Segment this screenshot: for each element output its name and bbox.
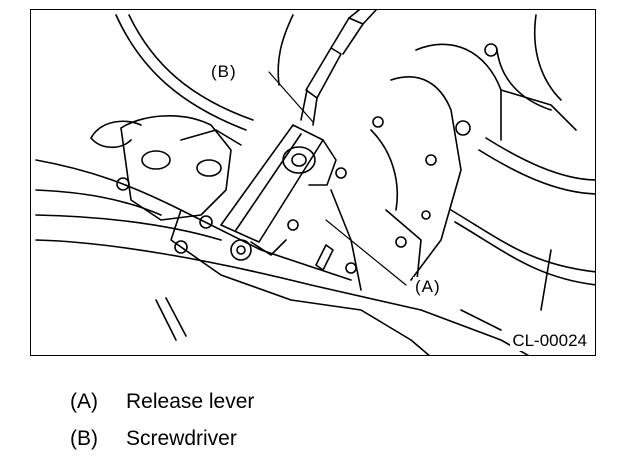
legend: (A) Release lever (B) Screwdriver	[70, 383, 254, 457]
callout-release-lever: (A)	[413, 277, 443, 297]
release-lever	[220, 124, 337, 256]
diagram-figure: (B) (A) CL-00024	[30, 9, 596, 356]
callout-screwdriver: (B)	[209, 62, 239, 82]
hoses	[115, 14, 595, 286]
figure-code: CL-00024	[510, 331, 589, 351]
screwdriver	[300, 10, 377, 126]
legend-label: Screwdriver	[126, 426, 237, 450]
bracket	[90, 115, 242, 221]
legend-item: (A) Release lever	[70, 383, 254, 420]
legend-key: (A)	[70, 389, 98, 413]
housing	[35, 43, 577, 355]
legend-key: (B)	[70, 426, 98, 450]
legend-label: Release lever	[126, 389, 255, 413]
leader-lines	[268, 71, 407, 286]
engine-illustration	[35, 10, 595, 355]
bolts	[116, 43, 498, 341]
legend-item: (B) Screwdriver	[70, 420, 254, 457]
